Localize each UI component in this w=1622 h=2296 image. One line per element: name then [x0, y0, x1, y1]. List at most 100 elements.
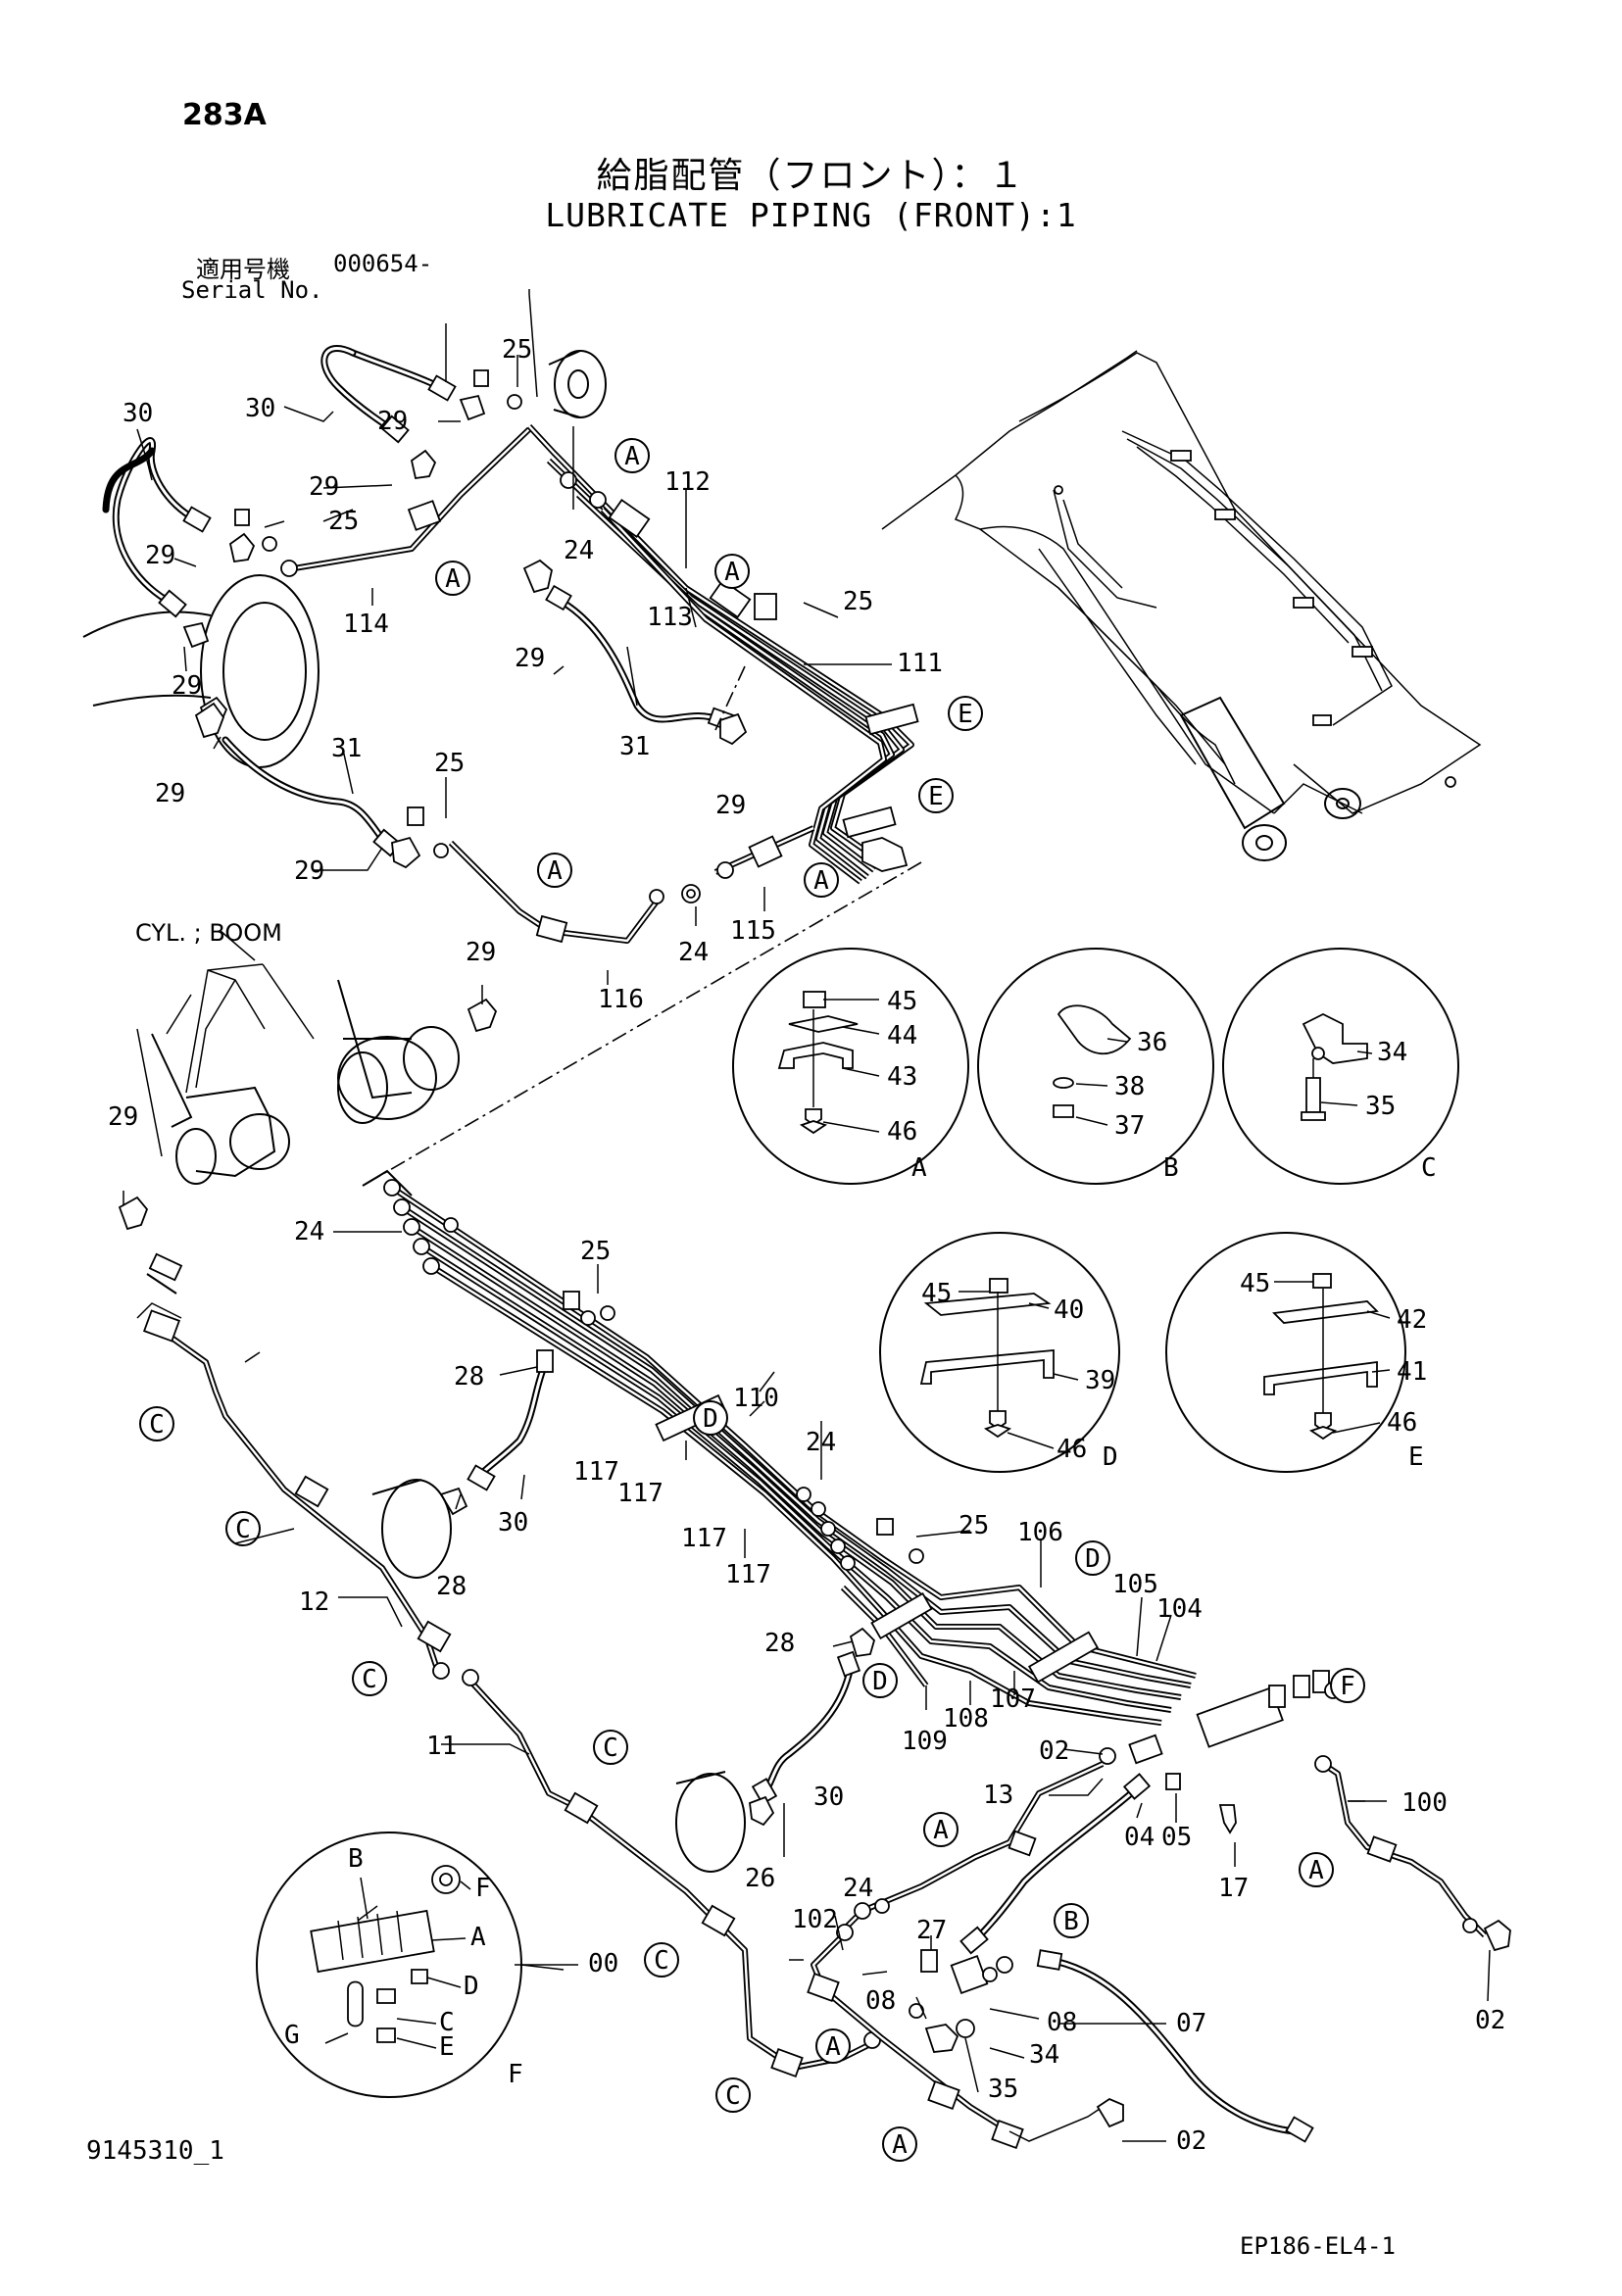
detail-F-letter-E: E: [439, 2032, 455, 2062]
callout-40: 40: [1054, 1295, 1084, 1325]
view-bubble-letter: A: [624, 442, 640, 471]
view-bubble-letter: A: [547, 856, 563, 886]
detail-label-B: B: [1163, 1153, 1179, 1183]
detail-label-C: C: [1421, 1153, 1437, 1183]
serial-number-value: 000654-: [333, 250, 433, 277]
callout-24: 24: [294, 1217, 324, 1246]
callout-31: 31: [331, 734, 362, 763]
page-number: 283A: [182, 98, 267, 132]
callout-07: 08: [865, 1986, 896, 2016]
callout-45: 45: [921, 1279, 952, 1308]
callout-24: 24: [843, 1874, 873, 1903]
callout-29: 29: [377, 407, 408, 436]
long-pipes-11-12: [136, 1252, 881, 2077]
callout-111: 111: [897, 649, 943, 678]
callout-43: 43: [887, 1062, 917, 1092]
callout-109: 110: [733, 1384, 779, 1413]
callout-117: 13: [983, 1781, 1013, 1810]
view-bubble-c: [593, 1730, 628, 1765]
callout-28: 28: [436, 1572, 467, 1601]
callout-45: 45: [887, 987, 917, 1016]
callout-116: 116: [598, 985, 644, 1014]
view-bubble-letter: D: [703, 1404, 718, 1434]
callout-106: 107: [990, 1685, 1036, 1714]
callout-46: 46: [1057, 1435, 1087, 1464]
callout-25: 25: [843, 587, 873, 616]
callout-17: 07: [1176, 2009, 1206, 2038]
view-bubble-b: [1054, 1903, 1089, 1938]
callout-25: 25: [580, 1237, 611, 1266]
boom-cylinder-drawing: [118, 969, 498, 1231]
detail-view-D: [879, 1232, 1120, 1473]
view-bubble-letter: A: [813, 866, 829, 896]
callout-46: 46: [1387, 1408, 1417, 1438]
detail-F-letter-D: D: [464, 1972, 479, 2001]
boom-overview: [881, 350, 1482, 861]
boom-foot-pin: [548, 350, 607, 418]
detail-label-F: F: [508, 2060, 523, 2089]
callout-05: 35: [988, 2075, 1018, 2104]
view-bubble-letter: E: [958, 700, 973, 729]
view-bubble-a: [435, 561, 470, 596]
detail-view-E: [1165, 1232, 1406, 1473]
detail-F-letter-A: A: [470, 1923, 486, 1952]
part-number-callouts: 25 30 30 29 29 25 29 29 114 112 24 113 2…: [108, 335, 1505, 2156]
callout-104: 105: [1112, 1570, 1158, 1599]
view-bubble-a: [1299, 1852, 1334, 1887]
callout-30: 30: [123, 399, 153, 428]
callout-107: 108: [943, 1704, 989, 1734]
serial-label-english: Serial No.: [181, 276, 323, 304]
callout-12: 12: [299, 1588, 329, 1617]
callout-41: 41: [1397, 1357, 1427, 1387]
detail-view-B: [977, 948, 1214, 1185]
callout-37: 37: [1114, 1111, 1145, 1141]
detail-label-D: D: [1103, 1442, 1118, 1472]
callout-29: 29: [172, 671, 202, 701]
view-bubble-letter: B: [1063, 1907, 1079, 1936]
detail-view-C: [1222, 948, 1459, 1185]
callout-44: 44: [887, 1021, 917, 1050]
callout-113: 113: [647, 603, 693, 632]
callout-27: 26: [745, 1864, 775, 1893]
callout-30: 30: [245, 394, 275, 423]
callout-24: 24: [806, 1428, 836, 1457]
upper-piping-assembly: [82, 345, 922, 1187]
title-english: LUBRICATE PIPING (FRONT):1: [545, 196, 1077, 234]
callout-38: 38: [1114, 1072, 1145, 1101]
view-bubble-letter: A: [933, 1816, 949, 1845]
callout-08: 27: [916, 1916, 947, 1945]
callout-100: 100: [1401, 1788, 1448, 1818]
view-bubble-c: [715, 2077, 751, 2113]
detail-label-E: E: [1408, 1442, 1424, 1472]
view-bubble-a: [614, 438, 650, 473]
view-bubble-a: [804, 862, 839, 898]
callout-02: 17: [1218, 1874, 1249, 1903]
view-bubble-letter: C: [725, 2081, 741, 2111]
detail-F-letter-G: G: [284, 2021, 300, 2050]
view-bubble-e: [918, 778, 954, 813]
callout-36: 36: [1137, 1028, 1167, 1057]
callout-11: 11: [426, 1732, 457, 1761]
callout-114: 114: [343, 610, 389, 639]
detail-view-A: [732, 948, 969, 1185]
view-bubble-a: [537, 853, 572, 888]
callout-26: 02: [1475, 2006, 1505, 2035]
callout-06: 05: [1161, 1823, 1192, 1852]
callout-25: 25: [328, 507, 359, 536]
callout-35: 35: [1365, 1092, 1396, 1121]
callout-29: 29: [155, 779, 185, 808]
callout-31: 31: [619, 732, 650, 761]
callout-25: 25: [434, 749, 465, 778]
callout-105: 106: [1017, 1518, 1063, 1547]
callout-28: 28: [454, 1362, 484, 1392]
view-bubble-f: [1330, 1668, 1365, 1703]
callout-29: 29: [108, 1102, 138, 1132]
callout-46: 46: [887, 1117, 917, 1147]
callout-29: 29: [309, 472, 339, 502]
callout-110: 117: [617, 1479, 664, 1508]
view-bubble-c: [352, 1661, 387, 1696]
callout-110: 117: [681, 1524, 727, 1553]
drawing-code: EP186-EL4-1: [1240, 2232, 1396, 2260]
